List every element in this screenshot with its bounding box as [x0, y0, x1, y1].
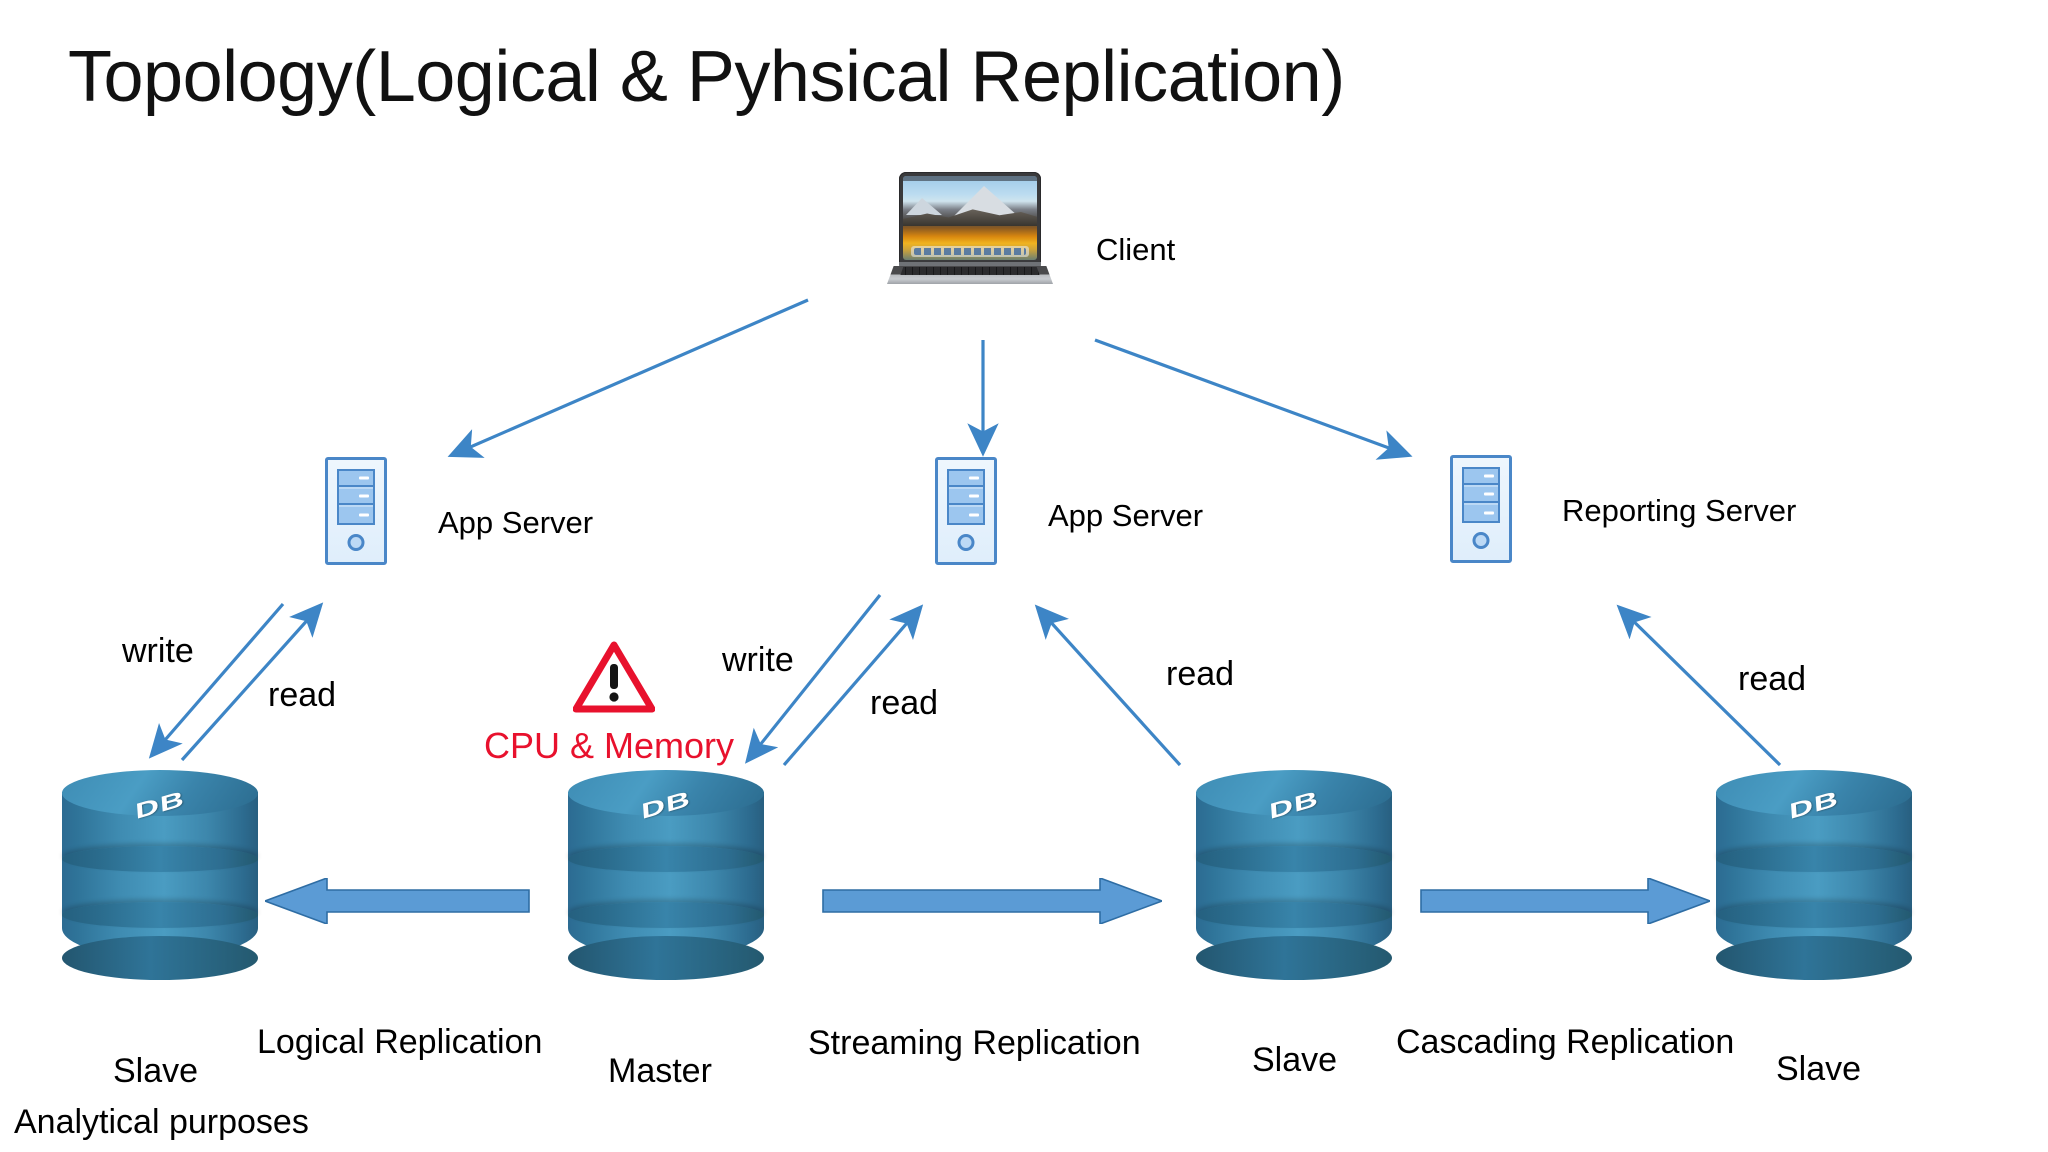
- laptop-keyboard: [900, 267, 1040, 275]
- cascading-replication-label: Cascading Replication: [1396, 1023, 1735, 1061]
- cpu-memory-warning-label: CPU & Memory: [484, 725, 735, 766]
- db-bottom-cap: [1716, 936, 1912, 980]
- read-label-mid: read: [870, 684, 939, 722]
- read-label-cascading: read: [1738, 660, 1807, 698]
- analytical-purposes-label: Analytical purposes: [14, 1103, 309, 1141]
- database-icon-master[interactable]: DB: [568, 770, 764, 980]
- warning-triangle-icon: [573, 640, 655, 714]
- db-body: [1196, 792, 1392, 958]
- server-bay: [949, 507, 983, 523]
- db-ring: [1716, 902, 1912, 928]
- db-ring: [1196, 902, 1392, 928]
- server-bays: [1462, 467, 1500, 523]
- database-icon-slave-streaming[interactable]: DB: [1196, 770, 1392, 980]
- block-arrow-cascading-replication: [1420, 878, 1710, 924]
- db-top-cap: [568, 770, 764, 816]
- db-top-cap: [62, 770, 258, 816]
- db-body: [1716, 792, 1912, 958]
- db-top-cap: [1196, 770, 1392, 816]
- server-bay: [949, 471, 983, 487]
- power-button-icon: [347, 534, 365, 551]
- master-label: Master: [608, 1052, 712, 1090]
- power-button-icon: [957, 534, 975, 551]
- laptop-icon: [887, 172, 1053, 284]
- server-bay: [339, 471, 373, 487]
- write-label-mid: write: [722, 641, 794, 679]
- server-bay: [339, 507, 373, 523]
- reporting-server-label: Reporting Server: [1562, 493, 1797, 528]
- logical-replication-label: Logical Replication: [257, 1023, 543, 1061]
- server-bays: [947, 469, 985, 525]
- slave-streaming-label: Slave: [1252, 1041, 1338, 1079]
- db-ring: [568, 846, 764, 872]
- block-arrow-streaming-replication: [822, 878, 1162, 924]
- db-ring: [62, 846, 258, 872]
- power-button-icon: [1472, 532, 1490, 549]
- read-label-streaming: read: [1166, 655, 1235, 693]
- edge-write-left: [148, 602, 285, 759]
- app-server-mid-label: App Server: [1048, 498, 1204, 533]
- edge-read-streaming-slave: [1034, 604, 1182, 767]
- app-server-left-label: App Server: [438, 505, 594, 540]
- db-ring: [568, 902, 764, 928]
- streaming-replication-label: Streaming Replication: [808, 1024, 1141, 1062]
- edge-client-to-reporting: [1094, 338, 1413, 460]
- edge-client-to-app-left: [447, 298, 809, 458]
- db-ring: [62, 902, 258, 928]
- macos-dock: [911, 246, 1029, 257]
- laptop-screen-shell: [899, 172, 1041, 264]
- server-bay: [949, 489, 983, 505]
- db-bottom-cap: [568, 936, 764, 980]
- server-bay: [339, 489, 373, 505]
- server-bay: [1464, 469, 1498, 485]
- db-body: [568, 792, 764, 958]
- read-label-left: read: [268, 676, 337, 714]
- slave-analytics-label: Slave: [113, 1052, 199, 1090]
- mountain-peak-icon: [953, 186, 1018, 217]
- macos-menubar: [903, 176, 1037, 181]
- db-top-cap: [1716, 770, 1912, 816]
- block-arrow-logical-replication: [265, 878, 530, 924]
- mountain-peak-small-icon: [905, 197, 942, 215]
- page-title: Topology(Logical & Pyhsical Replication): [68, 37, 1345, 117]
- db-body: [62, 792, 258, 958]
- db-ring: [1196, 846, 1392, 872]
- server-tower-icon-app-mid[interactable]: [935, 457, 997, 565]
- db-bottom-cap: [62, 936, 258, 980]
- db-bottom-cap: [1196, 936, 1392, 980]
- server-tower-icon-reporting[interactable]: [1450, 455, 1512, 563]
- server-tower-icon-app-left[interactable]: [325, 457, 387, 565]
- laptop-wallpaper: [903, 176, 1037, 260]
- database-icon-slave-analytics[interactable]: DB: [62, 770, 258, 980]
- client-label: Client: [1096, 232, 1176, 267]
- database-icon-slave-cascading[interactable]: DB: [1716, 770, 1912, 980]
- slave-cascading-label: Slave: [1776, 1050, 1862, 1088]
- server-bay: [1464, 505, 1498, 521]
- write-label-left: write: [122, 632, 194, 670]
- laptop-hinge: [899, 262, 1041, 267]
- db-ring: [1716, 846, 1912, 872]
- server-bay: [1464, 487, 1498, 503]
- server-bays: [337, 469, 375, 525]
